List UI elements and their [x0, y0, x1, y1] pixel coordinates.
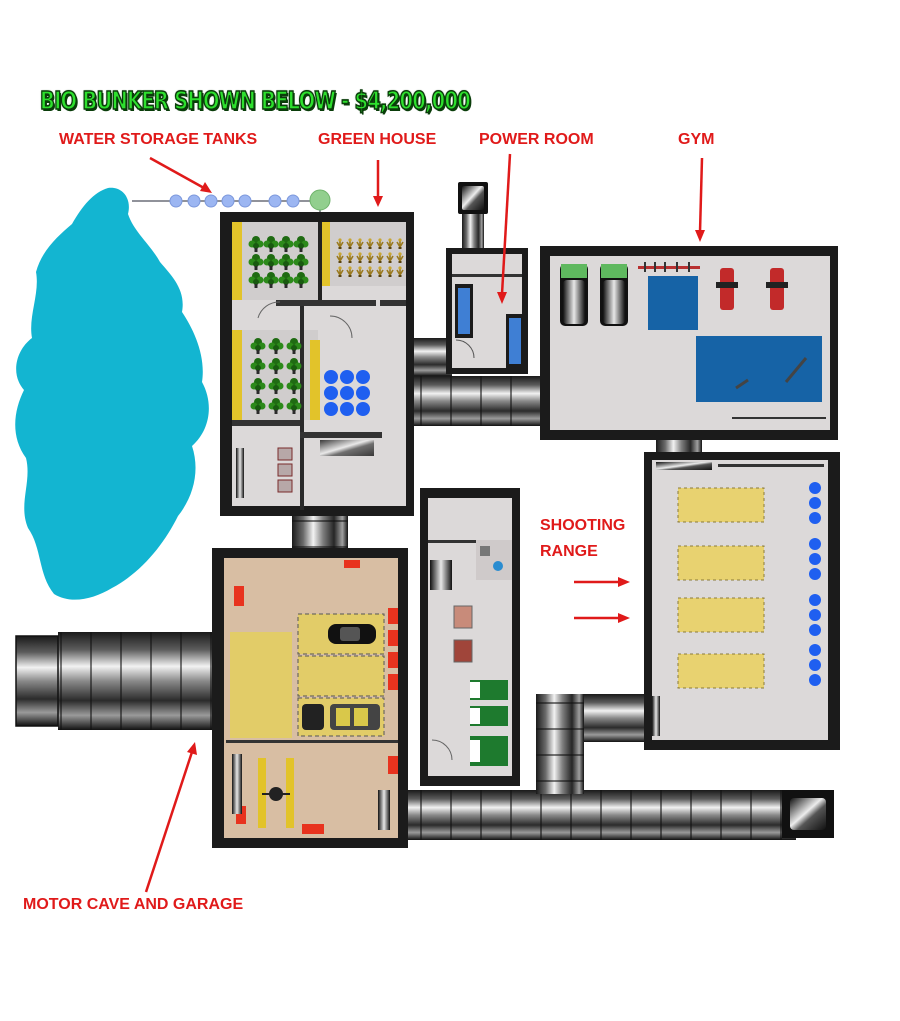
greenhouse-garage-tunnel — [292, 512, 348, 552]
annotation-arrows — [144, 153, 705, 893]
car-lift — [258, 758, 294, 828]
main-water-tank — [309, 189, 331, 211]
weight-rack — [638, 262, 700, 272]
label-green-house: GREEN HOUSE — [318, 131, 437, 148]
garage-entry-tunnel — [15, 632, 216, 730]
sink-icon — [493, 561, 503, 571]
label-gym: GYM — [678, 131, 715, 148]
label-motor-cave-garage: MOTOR CAVE AND GARAGE — [23, 896, 244, 913]
greenhouse-gym-tunnel — [412, 338, 544, 426]
label-water-storage-tanks: WATER STORAGE TANKS — [59, 131, 258, 148]
power-room — [446, 248, 528, 374]
water-reservoir-shape — [15, 187, 209, 600]
range-targets — [809, 482, 821, 686]
label-power-room: POWER ROOM — [479, 131, 594, 148]
storage-units — [277, 447, 293, 493]
garage-lights — [234, 560, 398, 834]
water-storage-tanks — [169, 194, 300, 208]
water-tank-cluster — [324, 370, 370, 416]
car-icon — [328, 624, 376, 644]
weight-benches — [716, 268, 788, 310]
label-shooting: SHOOTING — [540, 517, 626, 534]
atv-icon — [302, 704, 380, 730]
label-range: RANGE — [540, 543, 598, 560]
lower-corridor-tunnel — [404, 694, 834, 840]
dumbbells — [735, 357, 808, 390]
greenhouse-room — [220, 212, 414, 516]
page-title: BIO BUNKER SHOWN BELOW - $4,200,000 — [39, 85, 471, 116]
shooting-lanes — [677, 487, 765, 689]
shooting-range-room — [644, 452, 840, 750]
gym-room — [540, 246, 838, 440]
living-quarters-room — [420, 488, 520, 786]
garage-room — [212, 548, 408, 848]
treadmill-machines — [560, 264, 628, 326]
bunk-beds — [470, 680, 508, 766]
power-room-vent-shaft — [458, 182, 488, 252]
